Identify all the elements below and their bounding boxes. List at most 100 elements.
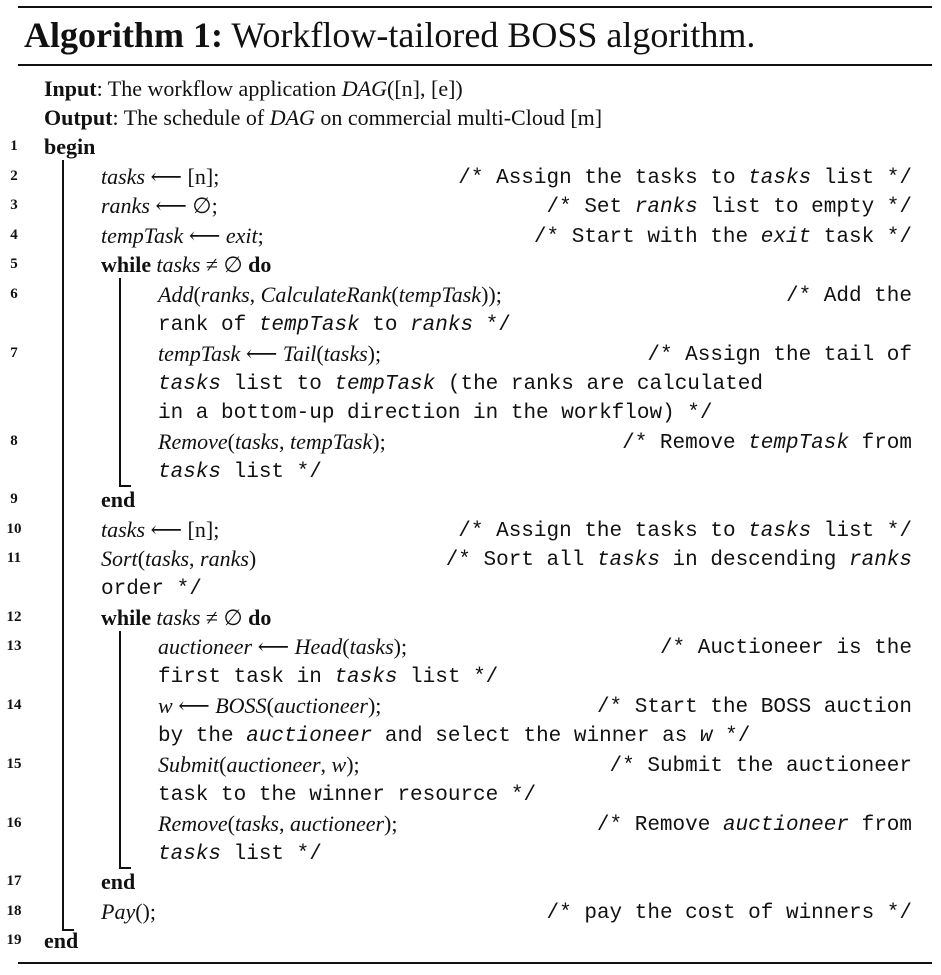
comment-text: tempTask: [334, 373, 436, 396]
block-guide-tick: [62, 929, 74, 931]
algorithm-caption: Algorithm 1: Workflow-tailored BOSS algo…: [24, 10, 755, 60]
comment-text: /* Start with the: [533, 226, 761, 249]
line-comment: /* Auctioneer is the: [660, 632, 912, 661]
code-token: ,: [249, 282, 261, 307]
code-token: ,: [278, 429, 290, 454]
line-comment: /* pay the cost of winners */: [547, 897, 912, 926]
keyword-do: do: [248, 252, 272, 277]
code-token: tasks: [234, 429, 279, 454]
code-token: );: [346, 752, 360, 777]
code-token: ranks: [200, 546, 249, 571]
block-guide-begin: [62, 160, 64, 930]
code-token: ,: [320, 752, 332, 777]
line-comment: /* Set ranks list to empty */: [547, 191, 912, 220]
line-number: 14: [6, 697, 22, 713]
code-token: w: [158, 693, 173, 718]
line-number: 9: [10, 491, 18, 507]
line-17: end: [101, 867, 135, 896]
comment-text: list */: [221, 461, 322, 484]
comment-text: /* Start the BOSS auction: [596, 696, 912, 719]
code-token: auctioneer: [158, 634, 253, 659]
comment-text: /* Add the: [785, 285, 912, 308]
code-token: ⟵: [252, 634, 295, 659]
code-token: );: [372, 429, 386, 454]
line-11-continuation: order */: [101, 573, 202, 602]
line-7-continuation: in a bottom-up direction in the workflow…: [158, 397, 713, 426]
comment-text: in a bottom-up direction in the workflow…: [158, 402, 713, 425]
line-10: tasks ⟵ [n]; /* Assign the tasks to task…: [101, 515, 941, 544]
keyword-begin: begin: [44, 134, 96, 159]
block-guide-tick: [119, 867, 131, 869]
line-6: Add(ranks, CalculateRank(tempTask)); /* …: [158, 280, 941, 309]
code-token: ,: [189, 546, 201, 571]
line-19: end: [44, 926, 78, 955]
code-op: ⟵ ∅;: [149, 193, 218, 218]
code-token: (: [342, 634, 350, 659]
comment-text: tempTask: [748, 432, 849, 455]
line-2: tasks ⟵ [n]; /* Assign the tasks to task…: [101, 162, 941, 191]
comment-text: auctioneer: [246, 725, 373, 748]
code-token: Head: [294, 634, 343, 659]
code-token: Submit: [158, 752, 220, 777]
line-number: 7: [10, 345, 18, 361]
comment-text: tasks: [158, 373, 222, 396]
code-token: tempTask: [158, 341, 241, 366]
comment-text: /* Submit the auctioneer: [609, 755, 912, 778]
line-12: while tasks ≠ ∅ do: [101, 603, 271, 632]
line-number: 17: [6, 873, 22, 889]
line-comment: /* Remove auctioneer from: [597, 809, 912, 838]
code-token: tasks: [145, 546, 190, 571]
comment-text: list */: [811, 520, 912, 543]
line-8: Remove(tasks, tempTask); /* Remove tempT…: [158, 427, 941, 456]
line-1: begin: [44, 132, 95, 161]
comment-text: tasks: [158, 843, 222, 866]
code-token: tasks: [323, 341, 368, 366]
code-token: (: [316, 341, 324, 366]
comment-text: first task in: [158, 666, 335, 689]
code-var: ranks: [101, 193, 150, 218]
line-8-continuation: tasks list */: [158, 456, 322, 485]
code-token: auctioneer: [289, 811, 385, 836]
comment-text: */: [712, 725, 751, 748]
output-math: DAG: [269, 105, 315, 130]
top-rule: [18, 6, 932, 8]
code-token: (: [227, 429, 235, 454]
line-11: Sort(tasks, ranks) /* Sort all tasks in …: [101, 544, 941, 573]
code-token: Remove: [158, 811, 228, 836]
caption-label: Algorithm 1:: [24, 15, 223, 55]
code-token: ⟵: [172, 693, 216, 718]
comment-text: ranks: [848, 549, 912, 572]
line-number: 2: [10, 168, 18, 184]
line-number: 19: [6, 932, 22, 948]
input-args: ([n], [e]): [387, 76, 463, 101]
comment-text: tasks: [334, 666, 398, 689]
comment-text: task */: [811, 226, 912, 249]
line-number: 6: [10, 286, 18, 302]
output-line: Output: The schedule of DAG on commercia…: [44, 103, 602, 132]
line-comment: /* Submit the auctioneer: [610, 750, 912, 779]
line-comment: /* Start with the exit task */: [534, 221, 912, 250]
line-comment: /* Sort all tasks in descending ranks: [446, 544, 912, 573]
input-label: Input: [44, 76, 97, 101]
keyword-end: end: [101, 869, 136, 894]
line-6-continuation: rank of tempTask to ranks */: [158, 309, 511, 338]
code-token: (: [266, 693, 274, 718]
line-comment: /* Assign the tasks to tasks list */: [458, 162, 912, 191]
input-line: Input: The workflow application DAG([n],…: [44, 74, 463, 103]
code-token: ⟵: [240, 341, 283, 366]
keyword-do: do: [248, 605, 272, 630]
code-token: tasks: [101, 517, 145, 542]
code-token: ≠ ∅: [200, 605, 249, 630]
code-token: tempTask: [289, 429, 373, 454]
code-token: ⟵ [n];: [145, 517, 220, 542]
comment-text: /* Auctioneer is the: [659, 637, 912, 660]
comment-text: ranks: [410, 314, 474, 337]
code-token: auctioneer: [226, 752, 321, 777]
comment-text: from: [848, 814, 912, 837]
comment-text: from: [848, 432, 912, 455]
line-comment: /* Assign the tasks to tasks list */: [458, 515, 912, 544]
code-token: tasks: [156, 605, 201, 630]
code-token: ): [248, 546, 257, 571]
comment-text: /* Assign the tail of: [647, 344, 912, 367]
